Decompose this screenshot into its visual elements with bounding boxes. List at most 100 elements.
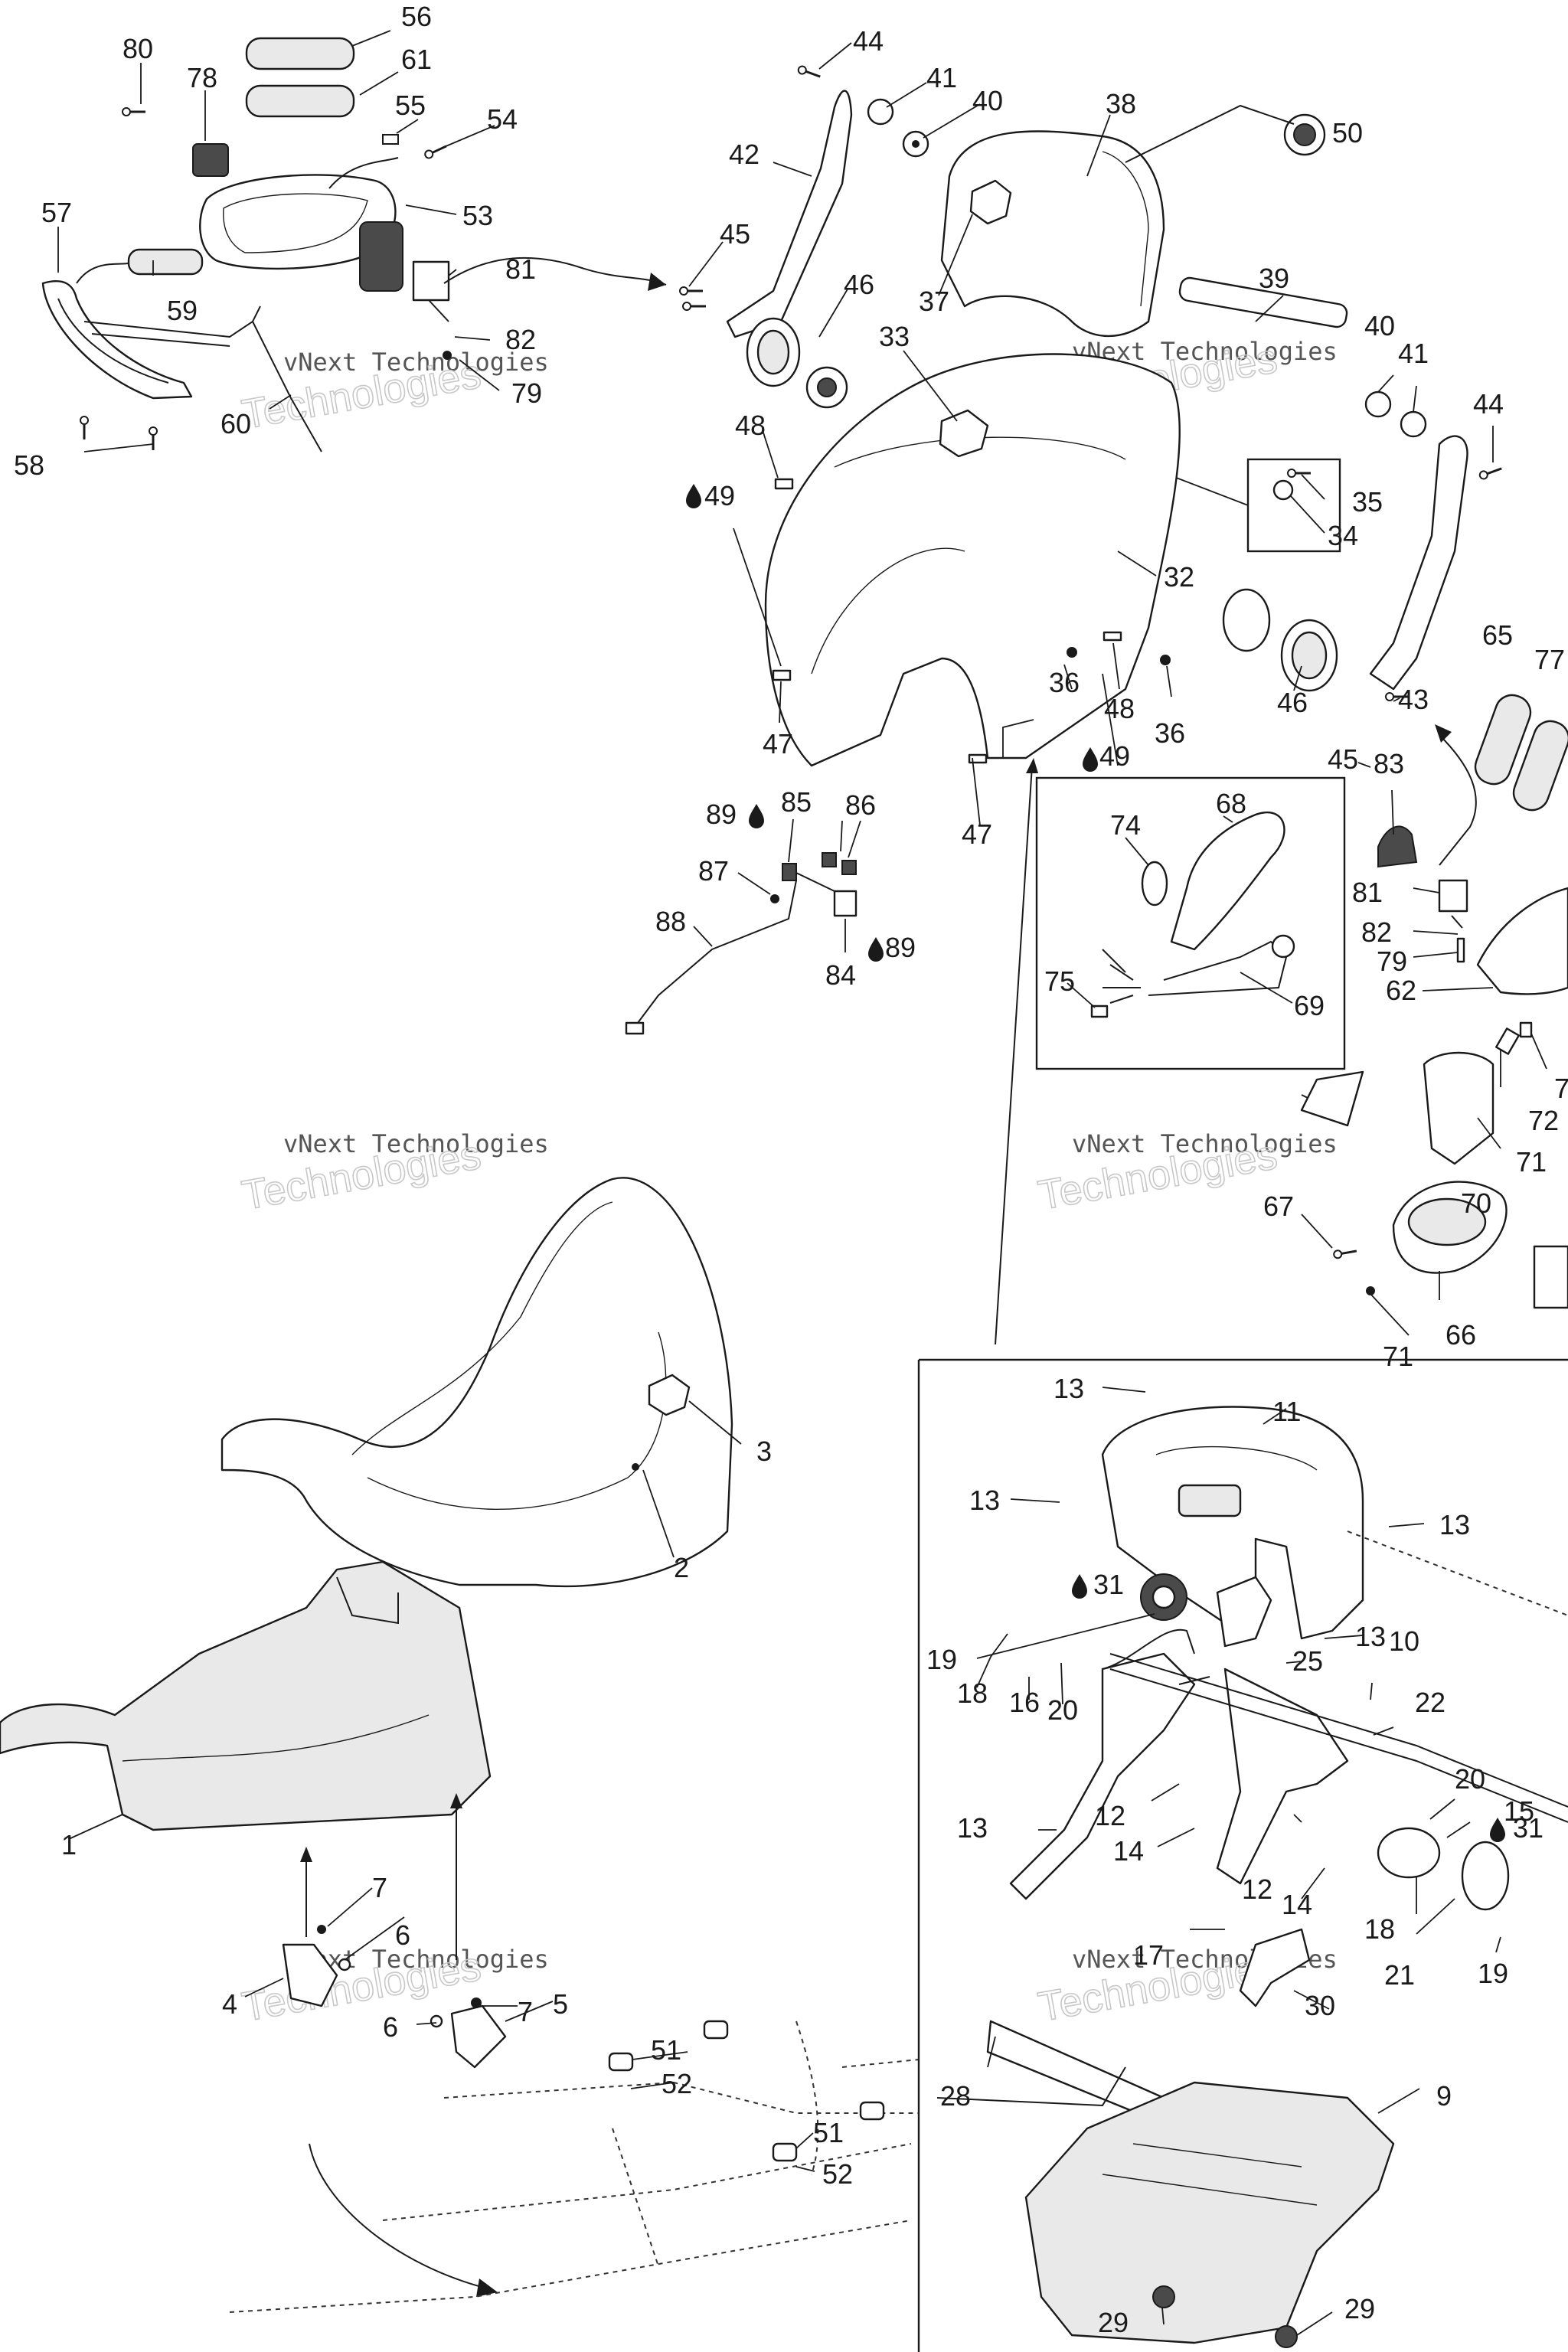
label-10: 10: [1389, 1625, 1419, 1657]
screw-71: [1366, 1286, 1375, 1295]
label-15: 15: [1504, 1795, 1534, 1827]
label-61: 61: [401, 44, 432, 75]
screw-79b: [1456, 937, 1465, 963]
spacer-41b: [1400, 410, 1427, 438]
label-67: 67: [1263, 1191, 1294, 1222]
grip-59: [127, 248, 204, 276]
label-51a: 51: [651, 2034, 681, 2066]
label-1: 1: [61, 1829, 77, 1860]
label-6b: 6: [383, 2011, 398, 2043]
drop-icon: [868, 937, 884, 962]
label-7c: 7: [518, 1996, 533, 2027]
arm-42: [726, 90, 853, 338]
label-37: 37: [919, 286, 949, 317]
label-33: 33: [879, 321, 910, 352]
label-71b: 71: [1383, 1341, 1413, 1372]
label-52b: 52: [822, 2158, 853, 2190]
driver-backrest-assembly: [678, 64, 1504, 767]
wiring-harness: [625, 852, 858, 1035]
right-handle-assembly: [1300, 694, 1568, 1309]
label-50: 50: [1332, 117, 1363, 149]
label-74: 74: [1110, 809, 1141, 841]
label-88: 88: [655, 906, 686, 937]
label-55: 55: [395, 90, 426, 121]
frame-bracket: [1009, 1652, 1196, 1900]
label-31b: 31: [1513, 1812, 1544, 1844]
nut-7: [317, 1925, 326, 1934]
label-3: 3: [756, 1436, 772, 1467]
label-78: 78: [187, 62, 217, 93]
connector-85: [782, 863, 797, 881]
drop-icon: [1490, 1818, 1505, 1842]
label-7: 7: [1554, 1073, 1568, 1104]
label-72: 72: [1528, 1105, 1559, 1136]
seal-87: [770, 894, 779, 903]
bracket-5: [450, 2004, 507, 2069]
grip-65: [1474, 694, 1532, 786]
label-53: 53: [462, 200, 493, 231]
label-80: 80: [122, 33, 153, 64]
drop-icon: [749, 804, 764, 828]
drop-icon: [1083, 747, 1098, 772]
pin-48b: [1102, 631, 1122, 642]
label-62: 62: [1386, 975, 1416, 1006]
label-45b: 45: [1328, 743, 1358, 775]
pin-48: [774, 478, 794, 490]
label-77: 77: [1534, 644, 1565, 675]
label-5: 5: [553, 1988, 568, 2020]
backrest-57: [41, 280, 193, 400]
label-34: 34: [1328, 520, 1358, 551]
label-7b: 7: [372, 1872, 387, 1903]
label-52a: 52: [662, 2068, 692, 2099]
label-44b: 44: [1473, 388, 1504, 420]
handle-68: [1170, 812, 1285, 951]
label-40b: 40: [1364, 310, 1395, 341]
label-38: 38: [1106, 88, 1136, 119]
label-14a: 14: [1113, 1835, 1144, 1867]
label-83: 83: [1374, 748, 1404, 779]
bumper-51: [608, 2020, 885, 2162]
label-20: 20: [1047, 1694, 1078, 1726]
label-29b: 29: [1344, 2293, 1375, 2324]
drop-icon: [686, 484, 701, 508]
label-58: 58: [14, 449, 44, 481]
spacer-41: [867, 98, 894, 126]
latch-46b: [1222, 588, 1338, 692]
logo-3: [648, 1374, 691, 1416]
label-6: 6: [395, 1919, 410, 1951]
bumper-29b: [1275, 2325, 1298, 2348]
label-11: 11: [1272, 1396, 1301, 1427]
connector-84: [833, 890, 858, 917]
handle-62: [1476, 887, 1568, 995]
rail-28: [986, 2020, 1165, 2122]
handle-sub: [1300, 1070, 1364, 1127]
label-46: 46: [844, 269, 874, 300]
label-60: 60: [220, 408, 251, 439]
backrest-38: [940, 130, 1165, 338]
watermark-text: vNext Technologies: [283, 1129, 549, 1158]
leader-lines: [57, 30, 1547, 2336]
label-12a: 12: [1095, 1800, 1125, 1831]
housing-70: [1423, 1051, 1494, 1165]
label-2: 2: [674, 1552, 689, 1583]
screw-79: [443, 351, 452, 360]
label-22: 22: [1415, 1687, 1446, 1718]
label-68: 68: [1216, 788, 1246, 819]
label-56: 56: [401, 1, 432, 32]
logo-37: [969, 179, 1012, 225]
logo-33: [939, 409, 989, 458]
watermark-text: vNext Technologies: [1072, 1129, 1338, 1158]
label-79b: 79: [1377, 946, 1407, 977]
label-86: 86: [845, 789, 876, 821]
part-number-labels: 80 78 56 61 55 54 53 57 59 81 82 79 60 5…: [14, 1, 1568, 2338]
label-79: 79: [511, 377, 542, 409]
grip-77: [1512, 720, 1568, 812]
label-12b: 12: [1242, 1873, 1272, 1905]
label-42: 42: [729, 139, 760, 170]
label-82b: 82: [1361, 916, 1392, 948]
plate-15: [1377, 1827, 1441, 1879]
pin-47b: [968, 753, 988, 764]
seat-base-9: [1024, 2081, 1395, 2344]
grommet-36b: [1160, 655, 1171, 665]
drop-icon: [1072, 1574, 1087, 1599]
